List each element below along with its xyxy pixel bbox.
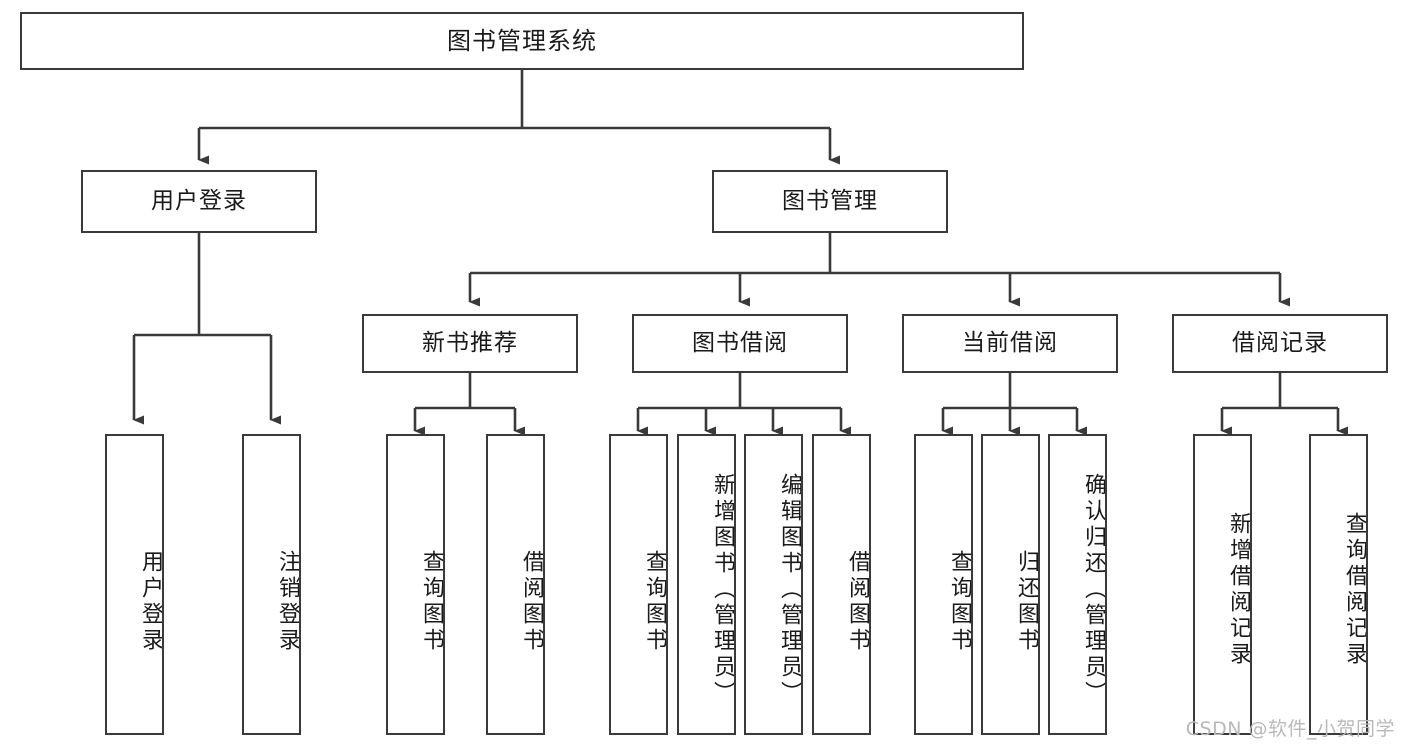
node-label: 新书推荐 [422, 329, 518, 356]
node-label: 图书管理 [782, 187, 878, 214]
node-label: 当前借阅 [962, 329, 1058, 356]
node-label: 用户登录 [138, 549, 163, 654]
node-leaf-query-book-2[interactable]: 查询图书 [609, 434, 668, 735]
node-label: 查询图书 [642, 549, 667, 654]
node-root-system[interactable]: 图书管理系统 [20, 12, 1024, 70]
node-book-manage[interactable]: 图书管理 [712, 170, 948, 233]
node-label: 查询图书 [947, 549, 972, 654]
node-label: 新增图书（管理员） [710, 472, 735, 707]
node-label: 查询借阅记录 [1342, 511, 1367, 668]
node-label: 编辑图书（管理员） [777, 472, 802, 707]
node-leaf-logout[interactable]: 注销登录 [242, 434, 301, 735]
node-leaf-query-record[interactable]: 查询借阅记录 [1309, 434, 1368, 735]
node-label: 注销登录 [275, 549, 300, 654]
node-user-login[interactable]: 用户登录 [81, 170, 317, 233]
node-book-borrow[interactable]: 图书借阅 [632, 314, 848, 373]
node-label: 借阅记录 [1232, 329, 1328, 356]
node-label: 用户登录 [151, 187, 247, 214]
node-label: 借阅图书 [845, 549, 870, 654]
watermark-credit: CSDN @软件_小贺同学 [1185, 718, 1395, 740]
node-label: 借阅图书 [519, 549, 544, 654]
node-current-borrow[interactable]: 当前借阅 [902, 314, 1118, 373]
node-leaf-query-book-3[interactable]: 查询图书 [914, 434, 973, 735]
node-label: 查询图书 [419, 549, 444, 654]
node-leaf-return-book[interactable]: 归还图书 [981, 434, 1040, 735]
node-leaf-edit-book[interactable]: 编辑图书（管理员） [744, 434, 803, 735]
node-label: 归还图书 [1014, 549, 1039, 654]
node-new-book-rec[interactable]: 新书推荐 [362, 314, 578, 373]
node-leaf-add-book[interactable]: 新增图书（管理员） [677, 434, 736, 735]
node-label: 图书管理系统 [447, 26, 597, 55]
node-leaf-user-login[interactable]: 用户登录 [105, 434, 164, 735]
node-leaf-confirm-return[interactable]: 确认归还（管理员） [1048, 434, 1107, 735]
node-leaf-borrow-book-1[interactable]: 借阅图书 [486, 434, 545, 735]
node-leaf-borrow-book-2[interactable]: 借阅图书 [812, 434, 871, 735]
node-label: 图书借阅 [692, 329, 788, 356]
node-label: 新增借阅记录 [1226, 511, 1251, 668]
node-borrow-record[interactable]: 借阅记录 [1172, 314, 1388, 373]
node-leaf-query-book-1[interactable]: 查询图书 [386, 434, 445, 735]
node-label: 确认归还（管理员） [1081, 472, 1106, 707]
node-leaf-add-record[interactable]: 新增借阅记录 [1193, 434, 1252, 735]
